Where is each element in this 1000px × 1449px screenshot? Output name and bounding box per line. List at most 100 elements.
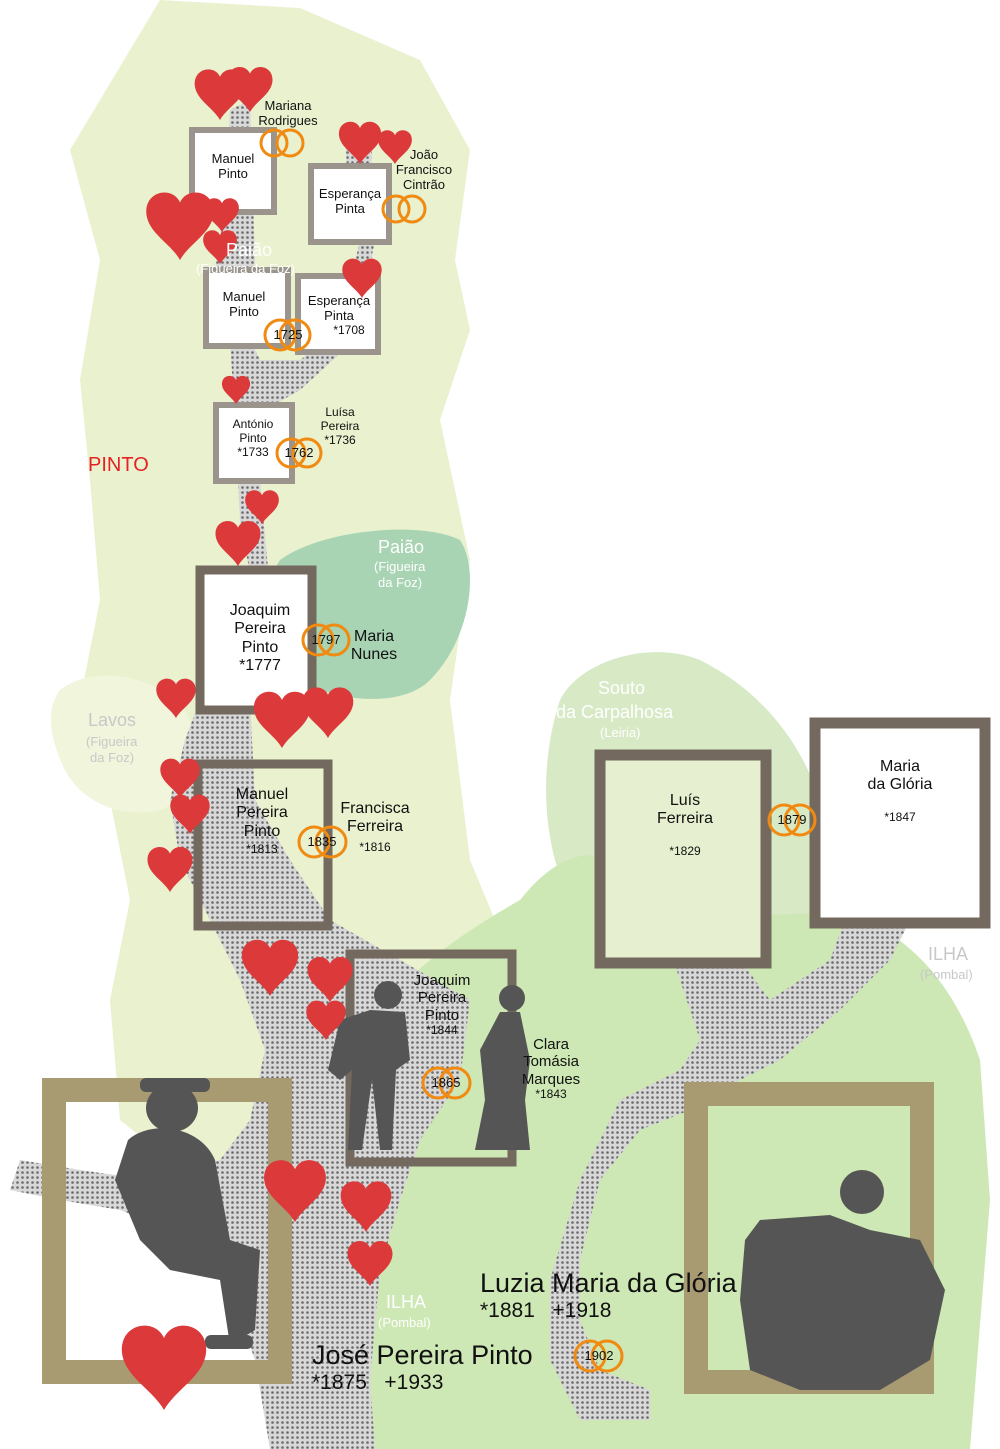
line: Pereira — [234, 620, 286, 638]
birth: *1847 — [884, 809, 916, 824]
rings-icon — [259, 128, 305, 158]
marriage-year-1797: 1797 — [311, 632, 341, 647]
line: Clara — [533, 1036, 569, 1053]
place-ilha-bottom: ILHA — [386, 1292, 427, 1312]
place-paiao: Paião — [378, 537, 425, 557]
birth: *1816 — [359, 839, 391, 854]
line: Luzia Maria da Glória — [480, 1268, 737, 1298]
line: Esperança — [307, 293, 371, 308]
marriage-year-1902: 1902 — [584, 1348, 614, 1363]
marriage-year-1725: 1725 — [273, 327, 303, 342]
person-esperanca-pinta-1: Esperança Pinta — [312, 186, 388, 217]
rings-icon — [275, 437, 323, 469]
rings-icon — [573, 1339, 624, 1373]
place-souto-2: da Carpalhosa — [556, 702, 674, 722]
line: Pinto — [241, 638, 279, 656]
line: da Glória — [867, 776, 933, 794]
person-esperanca-pinta-2: Esperança Pinta *1708 — [300, 293, 378, 338]
place-paiao-top-region: (Figueira da Foz) — [196, 261, 295, 276]
branch-right — [550, 870, 910, 1420]
line: Esperança — [318, 186, 382, 201]
birth: *1829 — [669, 843, 701, 858]
line: Ferreira — [346, 818, 403, 836]
birth: *1708 — [333, 322, 365, 337]
line: Pinto — [424, 1006, 460, 1024]
line: Joaquim — [229, 602, 291, 619]
line: Manuel — [211, 151, 255, 166]
person-manuel-pinto-2: Manuel Pinto — [208, 289, 280, 320]
place-lavos-region-1: (Figueira — [86, 734, 138, 749]
line: Rodrigues — [258, 112, 318, 128]
person-mariana-rodrigues: Mariana Rodrigues — [250, 98, 326, 129]
region-paiao — [269, 529, 470, 699]
marriage-year-1879: 1879 — [777, 812, 807, 827]
marriage-year-1762: 1762 — [284, 445, 314, 460]
person-clara-marques: Clara Tomásia Marques *1843 — [512, 1036, 590, 1102]
rings-icon — [301, 623, 351, 657]
line: Pereira — [417, 989, 467, 1007]
silhouette-seated-man — [115, 1078, 260, 1349]
line: Pinta — [324, 307, 354, 323]
rings-icon — [421, 1066, 472, 1100]
person-luzia: Luzia Maria da Glória *1881 +1918 — [480, 1268, 737, 1323]
line: Pinto — [229, 303, 259, 319]
birth: *1736 — [324, 432, 356, 447]
line: Tomásia — [523, 1053, 579, 1071]
person-maria-gloria: Maria da Glória *1847 — [850, 758, 950, 825]
dates: *1875 +1933 — [312, 1371, 444, 1395]
rings-icon — [381, 194, 427, 224]
rings-icon — [297, 825, 348, 859]
line: Francisco — [395, 161, 453, 177]
rings-icon — [263, 318, 312, 352]
person-joaquim-1777: Joaquim Pereira Pinto *1777 — [212, 602, 308, 676]
place-souto-1: Souto — [598, 678, 646, 698]
silhouette-seated-woman — [740, 1170, 945, 1390]
line: Pinta — [335, 200, 365, 216]
region-lavos-light — [50, 675, 196, 813]
birth: *1777 — [239, 657, 281, 675]
line: José Pereira Pinto — [312, 1340, 533, 1370]
place-lavos-region-2: da Foz) — [90, 750, 135, 765]
person-joao-cintrao: João Francisco Cintrão — [390, 147, 458, 193]
person-manuel-pinto-1: Manuel Pinto — [198, 151, 268, 182]
line: Nunes — [350, 646, 398, 664]
line: Pinto — [218, 165, 248, 181]
line: Marques — [521, 1070, 581, 1088]
birth: *1733 — [237, 444, 269, 459]
birth: *1844 — [426, 1022, 458, 1037]
line: Maria — [353, 628, 394, 645]
dates: *1881 +1918 — [480, 1299, 612, 1323]
place-ilha-right: ILHA — [928, 944, 969, 964]
line: Pinto — [239, 430, 267, 445]
rings-icon — [767, 803, 817, 837]
line: Mariana — [264, 98, 312, 113]
person-antonio-pinto: António Pinto *1733 — [220, 417, 286, 459]
place-ilha-right-region: (Pombal) — [920, 967, 973, 982]
birth: *1813 — [246, 842, 278, 857]
person-maria-nunes: Maria Nunes — [344, 628, 404, 665]
line: Francisca — [340, 800, 410, 817]
frame-manuel-pinto-2 — [203, 267, 291, 349]
line: Joaquim — [413, 972, 471, 989]
line: Pereira — [236, 804, 288, 822]
frame-esperanca-pinta-1 — [308, 163, 392, 245]
surname-label: PINTO — [88, 454, 149, 476]
frame-luis-ferreira — [594, 749, 772, 969]
marriage-year-1835: 1835 — [307, 834, 337, 849]
place-paiao-region-2: da Foz) — [378, 575, 423, 590]
place-paiao-region-1: (Figueira — [374, 559, 426, 574]
person-francisca-ferreira: Francisca Ferreira *1816 — [330, 800, 420, 855]
person-joaquim-1844: Joaquim Pereira Pinto *1844 — [400, 972, 484, 1038]
line: Luís — [669, 792, 701, 809]
line: Pinto — [243, 822, 281, 840]
place-paiao-top: Paião — [226, 240, 273, 260]
line: Cintrão — [403, 176, 445, 192]
line: Maria — [879, 758, 920, 775]
birth: *1843 — [535, 1086, 567, 1101]
line: Pereira — [320, 418, 360, 433]
line: Ferreira — [656, 810, 713, 828]
place-souto-region: (Leiria) — [600, 725, 641, 740]
